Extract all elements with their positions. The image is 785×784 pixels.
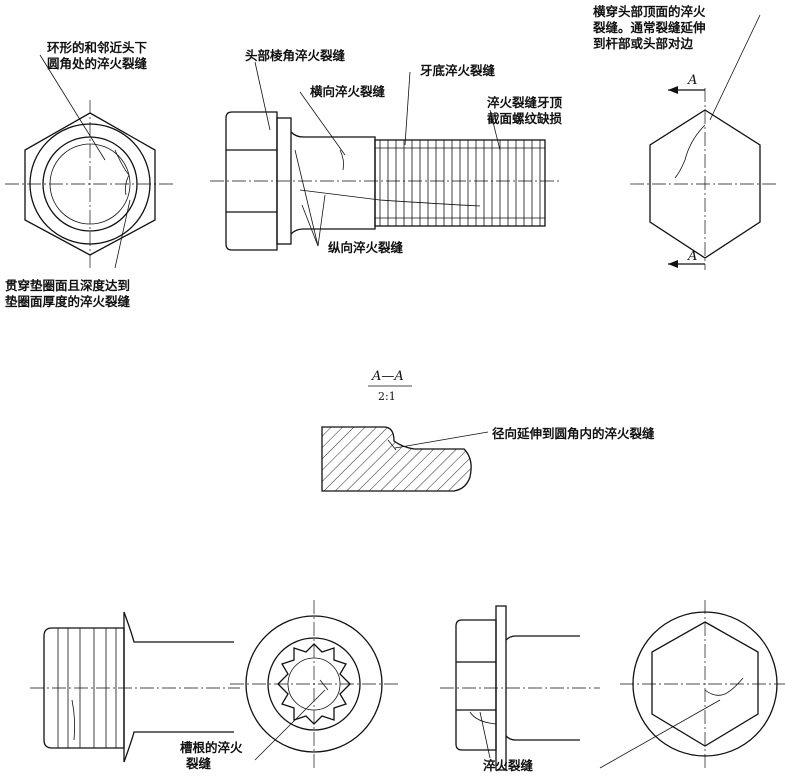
- radial-crack-label: 径向延伸到圆角内的淬火裂缝: [492, 426, 655, 441]
- transverse-crack-label: 横向淬火裂缝: [310, 84, 386, 99]
- bolt-side-view: 头部棱角淬火裂缝 牙底淬火裂缝 横向淬火裂缝 淬火裂缝牙顶 截面螺纹缺损 纵向淬…: [210, 48, 563, 255]
- washer-crack-label-1: 贯穿垫圈面且深度达到: [5, 278, 130, 293]
- washer-crack-label-2: 垫圈面厚度的淬火裂缝: [5, 294, 131, 309]
- hex-top-view: A A 横穿头部顶面的淬火 裂缝。通常裂缝延伸 到杆部或头部对边: [592, 4, 778, 270]
- flange-bolt-side: 淬火裂缝: [440, 605, 600, 773]
- section-scale: 2:1: [378, 390, 396, 403]
- root-crack-label: 牙底淬火裂缝: [420, 63, 496, 78]
- slot-root-crack-label-2: 裂缝: [185, 756, 212, 771]
- longitudinal-crack-label: 纵向淬火裂缝: [328, 240, 404, 255]
- crest-crack-label-1: 淬火裂缝牙顶: [487, 95, 563, 110]
- top-crack-label-2: 裂缝。通常裂缝延伸: [592, 20, 706, 35]
- flange-end-view: [599, 600, 785, 770]
- section-mark-bottom: A: [687, 249, 697, 264]
- ring-crack-label-1: 环形的和邻近头下: [47, 40, 148, 55]
- section-title: A—A: [371, 369, 404, 384]
- top-crack-label-3: 到杆部或头部对边: [593, 36, 694, 51]
- thread-lines: [375, 140, 545, 226]
- twelve-point-end-view: 槽根的淬火 裂缝: [180, 600, 400, 771]
- ring-crack-label-2: 圆角处的淬火裂缝: [47, 56, 148, 71]
- section-mark-top: A: [687, 73, 697, 88]
- section-a-a: A—A 2:1 径向延伸到圆角内的淬火裂缝: [321, 369, 655, 492]
- twelve-point-bolt-side: [30, 611, 240, 763]
- hex-head-end-view: 环形的和邻近头下 圆角处的淬火裂缝 贯穿垫圈面且深度达到 垫圈面厚度的淬火裂缝: [5, 40, 175, 309]
- quench-crack-label: 淬火裂缝: [483, 758, 534, 773]
- crest-crack-label-2: 截面螺纹缺损: [487, 111, 563, 126]
- head-edge-crack-label: 头部棱角淬火裂缝: [245, 48, 346, 63]
- slot-root-crack-label-1: 槽根的淬火: [180, 740, 243, 755]
- top-crack-label-1: 横穿头部顶面的淬火: [593, 4, 706, 19]
